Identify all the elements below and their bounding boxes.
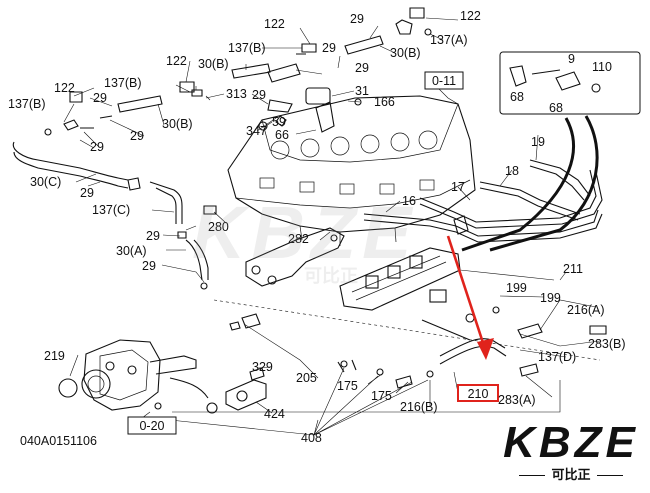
part-label: 66 [275, 128, 289, 142]
part-label: 282 [288, 232, 309, 246]
part-label: 29 [252, 88, 266, 102]
part-label: 329 [252, 360, 273, 374]
part-label: 137(B) [104, 76, 142, 90]
part-label: 29 [322, 41, 336, 55]
cylinder-head-drawing [227, 95, 476, 246]
part-label: 68 [549, 101, 563, 115]
part-label: 30(B) [198, 57, 229, 71]
part-label: 216(B) [400, 400, 438, 414]
part-label: 137(A) [430, 33, 468, 47]
part-label: 29 [146, 229, 160, 243]
injector-drawing [258, 63, 362, 133]
highlight-arrow [446, 235, 494, 360]
part-label: 347 [246, 124, 267, 138]
part-label: 30(A) [116, 244, 147, 258]
bracket-drawing [245, 227, 345, 287]
part-label: 137(C) [92, 203, 130, 217]
part-label: 59 [272, 115, 286, 129]
part-label: 29 [142, 259, 156, 273]
part-label: 122 [264, 17, 285, 31]
part-label: 199 [540, 291, 561, 305]
brand-logo: KBZE 可比正 [496, 418, 646, 486]
part-label: 29 [93, 91, 107, 105]
part-label: 175 [337, 379, 358, 393]
part-label: 17 [451, 180, 465, 194]
part-label: 205 [296, 371, 317, 385]
part-label: 68 [510, 90, 524, 104]
part-label: 175 [371, 389, 392, 403]
part-label: 29 [355, 61, 369, 75]
inset-pointer [461, 115, 599, 252]
part-label: 18 [505, 164, 519, 178]
highlight-arrow-shaft [446, 235, 488, 353]
part-label: 280 [208, 220, 229, 234]
part-label: 424 [264, 407, 285, 421]
logo-text: KBZE [503, 418, 639, 467]
boxed-label-210: 210 [457, 384, 499, 402]
part-label: 29 [90, 140, 104, 154]
part-label: 216(A) [567, 303, 605, 317]
part-label: 29 [350, 12, 364, 26]
part-label: 19 [531, 135, 545, 149]
part-label: 122 [54, 81, 75, 95]
part-label: 283(A) [498, 393, 536, 407]
highlight-arrow-head [477, 338, 494, 360]
part-label: 122 [460, 9, 481, 23]
boxed-label-0-20: 0-20 [127, 416, 177, 435]
boxed-label-210-text: 210 [468, 387, 489, 401]
fuel-pump-drawing [58, 339, 209, 411]
part-label: 16 [402, 194, 416, 208]
part-label: 110 [592, 60, 612, 74]
part-label: 122 [166, 54, 187, 68]
part-label: 30(B) [162, 117, 193, 131]
part-label: 29 [80, 186, 94, 200]
part-label: 137(D) [538, 350, 576, 364]
sensor-drawing [206, 313, 348, 414]
part-label: 211 [563, 262, 583, 276]
boxed-label-0-11-text: 0-11 [432, 74, 456, 88]
part-label: 137(B) [228, 41, 266, 55]
part-label: 9 [568, 52, 575, 66]
part-label: 30(C) [30, 175, 61, 189]
leader-lines [63, 17, 601, 436]
logo-subtext: 可比正 [496, 464, 646, 483]
boxed-label-0-20-text: 0-20 [139, 419, 164, 433]
drawing-id: 040A0151106 [20, 434, 97, 448]
part-label: 283(B) [588, 337, 626, 351]
part-label: 137(B) [8, 97, 46, 111]
clip-inset-drawing [499, 51, 641, 115]
boxed-label-0-11: 0-11 [424, 71, 464, 90]
part-label: 29 [130, 129, 144, 143]
part-label: 219 [44, 349, 65, 363]
part-label: 408 [301, 431, 322, 445]
hose-drawings [12, 7, 432, 290]
part-label: 199 [506, 281, 527, 295]
part-label: 31 [355, 84, 369, 98]
part-label: 166 [374, 95, 395, 109]
part-label: 30(B) [390, 46, 421, 60]
part-labels: 122 29 122 137(A) 137(B) 29 30(B) 122 30… [8, 9, 626, 448]
part-label: 313 [226, 87, 247, 101]
